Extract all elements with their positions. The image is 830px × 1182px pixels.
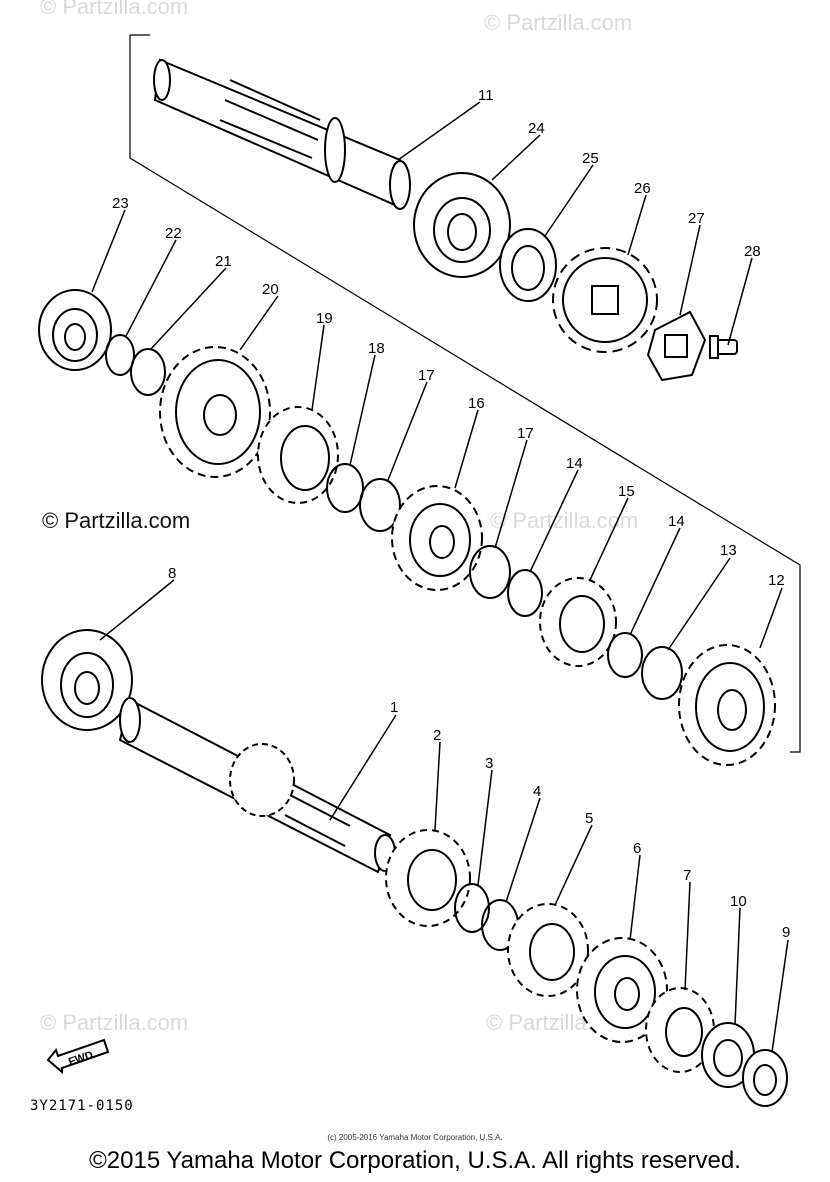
watermark: © Partzilla.com <box>484 10 633 35</box>
callout-number: 25 <box>582 150 599 167</box>
bearing-part-8 <box>41 629 133 731</box>
drive-sprocket-part-26 <box>552 247 658 353</box>
gear-part-20 <box>159 346 271 478</box>
watermark: © Partzilla.com <box>40 0 189 19</box>
circlip-part-22 <box>105 334 135 376</box>
gear-part-6 <box>576 937 668 1043</box>
bolt-part-28 <box>709 335 738 359</box>
callout-number: 20 <box>262 281 279 298</box>
circlip-part-18 <box>326 463 364 513</box>
callout-number: 12 <box>768 572 785 589</box>
callout-number: 18 <box>368 340 385 357</box>
gear-part-15 <box>539 577 617 667</box>
oil-seal-part-25 <box>499 228 557 302</box>
callout-number: 10 <box>730 893 747 910</box>
circlip-part-3 <box>454 883 490 933</box>
callout-number: 9 <box>782 924 790 941</box>
callout-number: 17 <box>418 367 435 384</box>
washer-part-17b <box>469 545 511 599</box>
callout-number: 14 <box>668 513 685 530</box>
callout-number: 6 <box>633 840 641 857</box>
main-axle-part-11 <box>153 58 411 210</box>
watermark: © Partzilla.com <box>42 508 191 533</box>
callout-number: 16 <box>468 395 485 412</box>
callout-number: 11 <box>478 87 494 104</box>
lock-washer-part-27 <box>646 310 707 382</box>
callout-number: 17 <box>517 425 534 442</box>
circlip-part-14b <box>607 632 643 678</box>
forward-direction-arrow: FWD <box>46 1038 110 1075</box>
gear-part-19 <box>257 406 339 504</box>
callout-number: 21 <box>215 253 232 270</box>
gear-part-5 <box>507 903 589 997</box>
bearing-part-24 <box>413 172 511 278</box>
diagram-code: 3Y2171-0150 <box>30 1098 134 1114</box>
washer-part-21 <box>130 348 166 396</box>
callout-number: 1 <box>390 699 398 716</box>
leader-lines <box>91 101 789 1053</box>
callout-number: 24 <box>528 120 545 137</box>
callout-number: 23 <box>112 195 129 212</box>
gear-part-12 <box>678 644 776 766</box>
callout-number: 5 <box>585 810 593 827</box>
callout-number: 22 <box>165 225 182 242</box>
callout-number: 15 <box>618 483 635 500</box>
callout-number: 2 <box>433 727 441 744</box>
bearing-part-23 <box>38 289 112 371</box>
circlip-part-14 <box>507 569 543 617</box>
assembly-boundary-line <box>129 35 801 753</box>
oil-seal-part-9 <box>742 1049 788 1107</box>
drive-axle-part-1 <box>118 697 396 874</box>
callout-numbers: 1234567891011121314151617171819202122232… <box>112 87 790 941</box>
callout-number: 3 <box>485 755 493 772</box>
callout-number: 26 <box>634 180 651 197</box>
watermark: © Partzilla.com <box>40 1010 189 1035</box>
callout-number: 14 <box>566 455 583 472</box>
callout-number: 19 <box>316 310 333 327</box>
callout-number: 13 <box>720 542 737 559</box>
washer-part-13 <box>641 646 683 700</box>
callout-number: 4 <box>533 783 541 800</box>
gear-part-2 <box>385 829 471 927</box>
callout-number: 28 <box>744 243 761 260</box>
callout-number: 27 <box>688 210 705 227</box>
footer-copyright: ©2015 Yamaha Motor Corporation, U.S.A. A… <box>89 1147 741 1174</box>
callout-number: 7 <box>683 867 691 884</box>
gear-part-16 <box>391 485 483 591</box>
callout-number: 8 <box>168 565 176 582</box>
washer-part-17 <box>359 478 401 532</box>
small-copyright: (c) 2005-2016 Yamaha Motor Corporation, … <box>327 1133 503 1142</box>
